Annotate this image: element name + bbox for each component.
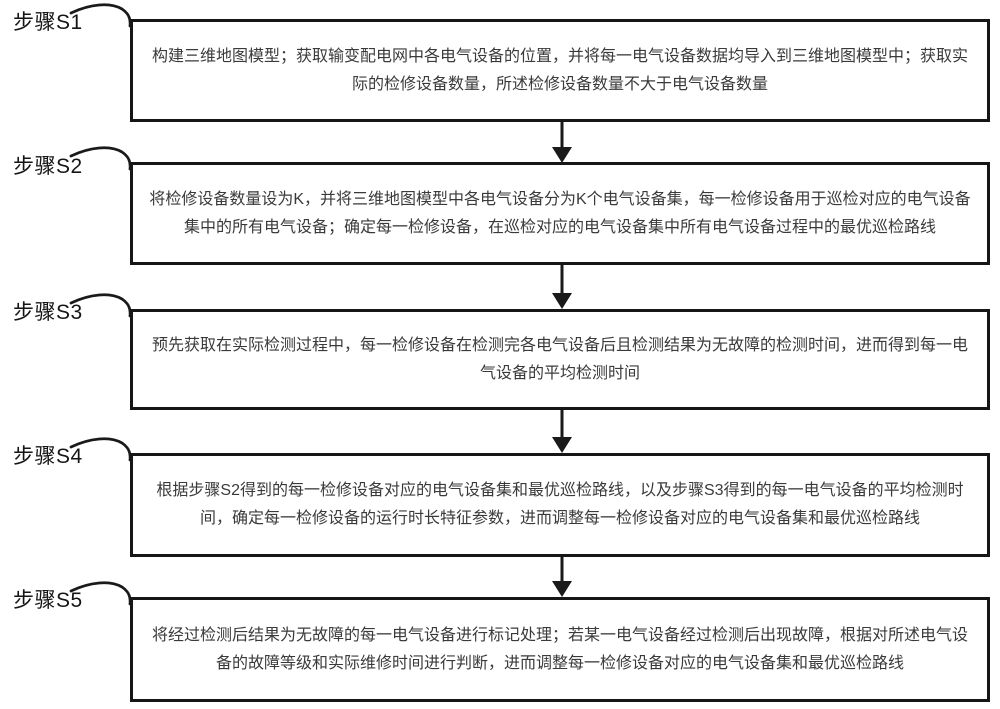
step-text-s4: 根据步骤S2得到的每一检修设备对应的电气设备集和最优巡检路线，以及步骤S3得到的… xyxy=(156,482,964,527)
arrow-down-icon xyxy=(552,557,572,597)
step-label-s4: 步骤S4 xyxy=(13,445,83,468)
step-box-s4: 根据步骤S2得到的每一检修设备对应的电气设备集和最优巡检路线，以及步骤S3得到的… xyxy=(130,453,990,557)
step-label-s1: 步骤S1 xyxy=(13,11,83,34)
step-label-s3: 步骤S3 xyxy=(13,301,83,324)
step-text-s5: 将经过检测后结果为无故障的每一电气设备进行标记处理；若某一电气设备经过检测后出现… xyxy=(151,626,968,672)
step-label-s2: 步骤S2 xyxy=(13,155,83,178)
step-text-s2: 将检修设备数量设为K，并将三维地图模型中各电气设备分为K个电气设备集，每一检修设… xyxy=(149,190,971,236)
arrow-down-icon xyxy=(552,265,572,309)
arrow-down-icon xyxy=(552,122,572,163)
step-box-s1: 构建三维地图模型；获取输变配电网中各电气设备的位置，并将每一电气设备数据均导入到… xyxy=(130,19,990,122)
arrow-down-icon xyxy=(552,410,572,453)
step-box-s5: 将经过检测后结果为无故障的每一电气设备进行标记处理；若某一电气设备经过检测后出现… xyxy=(130,597,990,702)
step-box-s2: 将检修设备数量设为K，并将三维地图模型中各电气设备分为K个电气设备集，每一检修设… xyxy=(130,162,990,265)
step-label-s5: 步骤S5 xyxy=(13,589,83,612)
step-text-s1: 构建三维地图模型；获取输变配电网中各电气设备的位置，并将每一电气设备数据均导入到… xyxy=(151,47,968,93)
step-text-s3: 预先获取在实际检测过程中，每一检修设备在检测完各电气设备后且检测结果为无故障的检… xyxy=(151,336,968,382)
step-box-s3: 预先获取在实际检测过程中，每一检修设备在检测完各电气设备后且检测结果为无故障的检… xyxy=(130,309,990,410)
